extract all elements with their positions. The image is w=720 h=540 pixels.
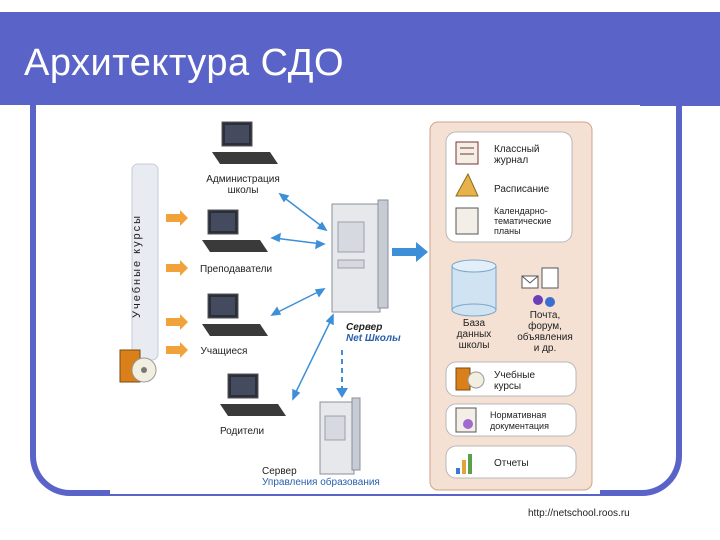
title-bar-edge bbox=[684, 12, 720, 106]
module-documents-line2: документация bbox=[490, 421, 549, 431]
documents-card bbox=[445, 403, 577, 437]
database-icon bbox=[451, 259, 497, 317]
client-label-admin: Администрация школы bbox=[188, 174, 298, 196]
module-schedule-label: Расписание bbox=[494, 184, 550, 195]
architecture-diagram: Учебные курсы Администрация школы Препод… bbox=[110, 118, 600, 494]
module-reports-label: Отчеты bbox=[494, 458, 529, 469]
client-admin-line1: Администрация bbox=[206, 174, 280, 185]
journal-icon bbox=[455, 141, 479, 165]
course-arrows bbox=[166, 210, 188, 358]
database-line2: данных bbox=[456, 329, 492, 340]
module-plans-line1: Календарно- bbox=[494, 206, 548, 216]
courses-bar-label: Учебные курсы bbox=[131, 214, 143, 319]
main-server-icon bbox=[331, 199, 389, 313]
module-documents-label: Нормативная документация bbox=[490, 410, 574, 432]
mail-line3: объявления bbox=[517, 332, 573, 343]
module-courses-line2: курсы bbox=[494, 381, 522, 392]
mail-label: Почта, форум, объявления и др. bbox=[512, 310, 578, 354]
main-server-label: Сервер Net Школы bbox=[346, 322, 426, 344]
server-to-modules-arrow bbox=[392, 242, 428, 262]
planner-icon bbox=[455, 207, 479, 235]
title-underline bbox=[0, 105, 640, 108]
client-label-teachers: Преподаватели bbox=[199, 264, 273, 275]
computer-icon-teachers bbox=[202, 209, 268, 252]
courses-book-icon bbox=[119, 349, 157, 383]
title-bar: Архитектура СДО bbox=[0, 12, 720, 108]
source-url: http://netschool.roos.ru bbox=[528, 508, 630, 519]
computer-icon-students bbox=[202, 293, 268, 336]
module-plans-line3: планы bbox=[494, 226, 521, 236]
bell-icon bbox=[455, 172, 479, 197]
slide-title: Архитектура СДО bbox=[24, 42, 345, 84]
mail-line1: Почта, bbox=[529, 310, 561, 321]
module-journal-line2: журнал bbox=[494, 155, 529, 166]
documents-icon bbox=[455, 407, 477, 433]
main-server-line2: Net Школы bbox=[346, 333, 401, 344]
edu-server-line1: Сервер bbox=[262, 466, 297, 477]
diagram-canvas bbox=[119, 121, 593, 491]
database-line3: школы bbox=[458, 340, 490, 351]
courses-card-icon bbox=[455, 367, 485, 391]
computer-icon-parents bbox=[220, 373, 286, 416]
client-admin-line2: школы bbox=[227, 185, 259, 196]
edu-server-icon bbox=[319, 397, 361, 475]
edu-server-line2: Управления образования bbox=[262, 477, 380, 488]
database-label: База данных школы bbox=[446, 318, 502, 351]
module-documents-line1: Нормативная bbox=[490, 410, 547, 420]
reports-chart-icon bbox=[456, 454, 472, 474]
mail-line2: форум, bbox=[528, 321, 562, 332]
main-server-line1: Сервер bbox=[346, 322, 383, 333]
server-to-edu-arrow bbox=[336, 350, 348, 398]
module-journal-label: Классный журнал bbox=[494, 144, 568, 166]
reports-card bbox=[445, 445, 577, 479]
client-label-parents: Родители bbox=[219, 426, 265, 437]
edu-server-label: Сервер Управления образования bbox=[262, 466, 422, 488]
client-label-students: Учащиеся bbox=[200, 346, 248, 357]
mail-line4: и др. bbox=[533, 343, 557, 354]
module-journal-line1: Классный bbox=[494, 144, 540, 155]
computer-icon-admin bbox=[212, 121, 278, 164]
module-plans-label: Календарно- тематические планы bbox=[494, 206, 570, 236]
module-plans-line2: тематические bbox=[494, 216, 552, 226]
database-line1: База bbox=[462, 318, 486, 329]
connection-arrows bbox=[270, 192, 334, 401]
module-courses-label: Учебные курсы bbox=[494, 370, 570, 392]
mail-icon bbox=[521, 267, 559, 307]
module-courses-line1: Учебные bbox=[494, 370, 536, 381]
